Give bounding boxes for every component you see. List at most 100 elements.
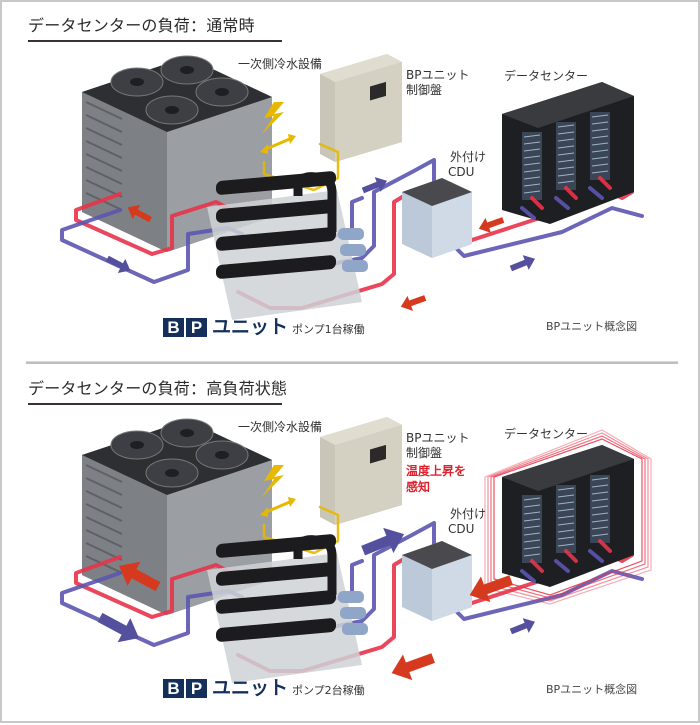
panel-high-load: データセンターの負荷：高負荷状態 一次側冷水設備 BPユニット 制御盤 温度上昇… bbox=[2, 365, 700, 725]
rack-server-slot bbox=[557, 180, 575, 184]
brand-letter-p: P bbox=[186, 679, 207, 698]
arrow-to-cdu-shape bbox=[361, 527, 405, 556]
bp-riser-pipe bbox=[293, 535, 337, 595]
bp-header-pipe bbox=[216, 227, 336, 251]
bp-header-pipe bbox=[216, 618, 336, 642]
chiller-grille-line bbox=[85, 503, 123, 522]
bidirectional-arrow-heads bbox=[260, 134, 296, 154]
rack-server-slot bbox=[591, 498, 609, 502]
chiller-fan-hub bbox=[130, 441, 144, 449]
control-panel-icon bbox=[320, 54, 402, 162]
title-underline bbox=[28, 40, 282, 42]
arrow-to-chiller-shape bbox=[118, 561, 161, 592]
rack-return-stub bbox=[588, 549, 604, 563]
arrow-return-bp bbox=[400, 295, 427, 311]
chiller-left-face bbox=[82, 92, 167, 252]
arrow-to-cdu bbox=[361, 527, 405, 556]
rack-server-slot bbox=[557, 515, 575, 519]
scene-root bbox=[60, 54, 644, 320]
chiller-grille-line bbox=[85, 516, 123, 535]
bidirectional-arrow-heads bbox=[260, 497, 296, 517]
data-center-label: データセンター bbox=[504, 69, 589, 83]
rack-server-slot bbox=[557, 159, 575, 163]
figure-caption: BPユニット概念図 bbox=[546, 683, 638, 696]
cdu-label-2: CDU bbox=[448, 522, 475, 536]
arrow-from-dc bbox=[469, 575, 513, 603]
rack-server-slot bbox=[557, 138, 575, 142]
bidirectional-arrow-line bbox=[263, 136, 293, 152]
rack-server-slot bbox=[557, 145, 575, 149]
rack-server-slot bbox=[557, 173, 575, 177]
rack-return-stub bbox=[520, 569, 536, 583]
rack-return-stub bbox=[554, 196, 570, 210]
arrow-return-bp bbox=[391, 653, 435, 681]
bp-frame bbox=[207, 190, 362, 320]
rack-server-slot bbox=[557, 501, 575, 505]
rack-server-slot bbox=[557, 166, 575, 170]
rack-server-slot bbox=[591, 519, 609, 523]
rack-supply-stub bbox=[564, 186, 578, 200]
control-panel-label-1: BPユニット bbox=[406, 431, 470, 445]
rack-server-slot bbox=[591, 142, 609, 146]
bp-header-pipe bbox=[216, 199, 336, 223]
chiller-fan-hub bbox=[165, 469, 179, 477]
chiller-grille-line bbox=[85, 153, 123, 172]
rack-server-slot bbox=[591, 170, 609, 174]
cdu-tank-icon bbox=[402, 178, 472, 258]
arrow-from-dc-shape bbox=[469, 575, 513, 603]
alert-label-2: 感知 bbox=[406, 480, 431, 494]
lightning-shape bbox=[262, 102, 284, 134]
rack-server-slot bbox=[523, 518, 541, 522]
rack-server-slot bbox=[523, 539, 541, 543]
rack-server-slot bbox=[557, 543, 575, 547]
title-underline bbox=[28, 403, 282, 405]
rack-top bbox=[502, 445, 634, 491]
rack-server-slot bbox=[523, 183, 541, 187]
brand-unit-text: ユニット bbox=[212, 677, 289, 699]
arrow-return-bp-shape bbox=[400, 295, 427, 311]
chiller-grille-line bbox=[85, 490, 123, 509]
rack-server-slot bbox=[523, 553, 541, 557]
rack-return-stub bbox=[588, 186, 604, 200]
rack-server-slot bbox=[591, 512, 609, 516]
cdu-label-1: 外付け bbox=[450, 150, 487, 164]
cdu-right-face bbox=[432, 555, 472, 621]
rack-server-slot bbox=[523, 162, 541, 166]
rack-server-slot bbox=[557, 494, 575, 498]
rack-server-slot bbox=[523, 134, 541, 138]
rack-server-slot bbox=[523, 169, 541, 173]
cdu-label-1: 外付け bbox=[450, 507, 487, 521]
bp-pump-motor bbox=[342, 623, 368, 635]
rack-server-slot bbox=[557, 529, 575, 533]
system-illustration bbox=[60, 54, 644, 320]
rack-server-slot bbox=[591, 505, 609, 509]
pipe-return-cdu bbox=[300, 158, 436, 272]
rack-server-slot bbox=[591, 114, 609, 118]
bidirectional-arrow-icon bbox=[260, 134, 296, 154]
rack-server-slot bbox=[523, 190, 541, 194]
scene-root bbox=[60, 417, 652, 683]
chiller-grille-line bbox=[85, 166, 123, 185]
brand-letter-b: B bbox=[163, 679, 184, 698]
rack-server-slot bbox=[523, 497, 541, 501]
rack-server-slot bbox=[557, 152, 575, 156]
rack-supply-stub bbox=[598, 176, 612, 190]
chiller-fan-hub bbox=[180, 66, 194, 74]
chiller-grille-line bbox=[85, 140, 123, 159]
rack-supply-stub bbox=[598, 539, 612, 553]
arrow-to-dc bbox=[509, 618, 535, 635]
brand-unit-text: ユニット bbox=[212, 316, 289, 338]
panel-title: データセンターの負荷：通常時 bbox=[28, 16, 255, 35]
pump-status: ポンプ2台稼働 bbox=[292, 684, 365, 697]
control-panel-top bbox=[320, 54, 402, 82]
brand-letter-p: P bbox=[186, 318, 207, 337]
brand-letter-b: B bbox=[163, 318, 184, 337]
rack-server-slot bbox=[523, 141, 541, 145]
rack-server-slot bbox=[557, 522, 575, 526]
cdu-right-face bbox=[432, 192, 472, 258]
control-panel-label-2: 制御盤 bbox=[406, 446, 443, 460]
bp-frame bbox=[207, 553, 362, 683]
rack-server-slot bbox=[557, 536, 575, 540]
rack-server-slot bbox=[523, 155, 541, 159]
